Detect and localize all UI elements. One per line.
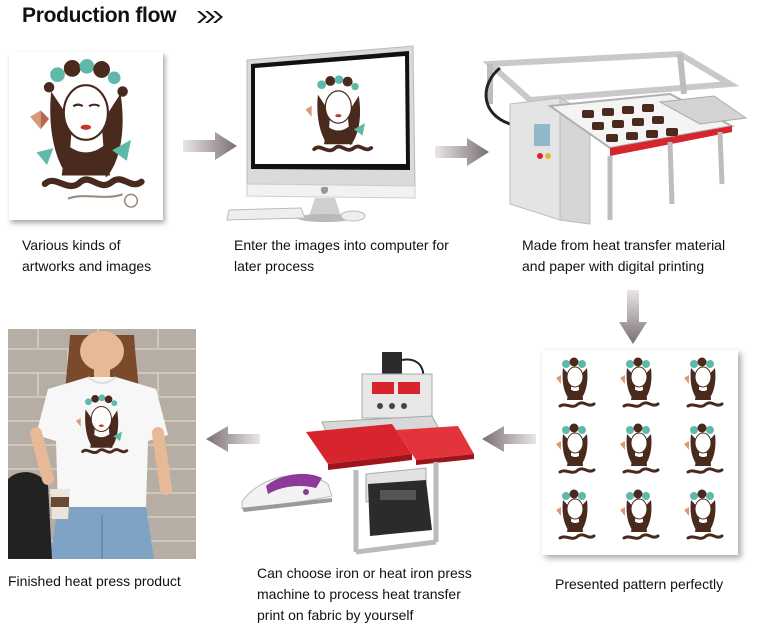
artwork-print-icon bbox=[9, 52, 163, 220]
screen-printer-icon bbox=[470, 44, 760, 228]
caption-computer: Enter the images into computer for later… bbox=[234, 237, 449, 274]
double-chevron-icon bbox=[196, 10, 226, 24]
flow-arrow-left-2 bbox=[206, 426, 260, 452]
step-printer bbox=[470, 44, 760, 228]
caption-sheet: Presented pattern perfectly bbox=[555, 576, 724, 592]
step-product bbox=[8, 329, 196, 559]
tshirt-model-icon bbox=[8, 329, 196, 559]
step-computer bbox=[225, 42, 425, 227]
caption-printer: Made from heat transfer material and pap… bbox=[522, 237, 726, 274]
flow-arrow-left-1 bbox=[482, 426, 536, 452]
step-press bbox=[236, 346, 481, 558]
caption-product: Finished heat press product bbox=[8, 573, 181, 589]
flow-arrow-down bbox=[619, 290, 647, 344]
step-sheet bbox=[542, 350, 738, 555]
desktop-computer-icon bbox=[225, 42, 425, 227]
transfer-sheet-icon bbox=[542, 350, 738, 555]
caption-artworks: Various kinds of artworks and images bbox=[22, 237, 152, 274]
flow-arrow-right-2 bbox=[435, 138, 489, 166]
page-title: Production flow bbox=[22, 4, 177, 27]
step-artworks bbox=[9, 52, 163, 220]
flow-arrow-right-1 bbox=[183, 132, 237, 160]
caption-press: Can choose iron or heat iron press machi… bbox=[257, 565, 472, 623]
heat-press-icon bbox=[236, 346, 481, 558]
iron-icon bbox=[241, 473, 333, 512]
